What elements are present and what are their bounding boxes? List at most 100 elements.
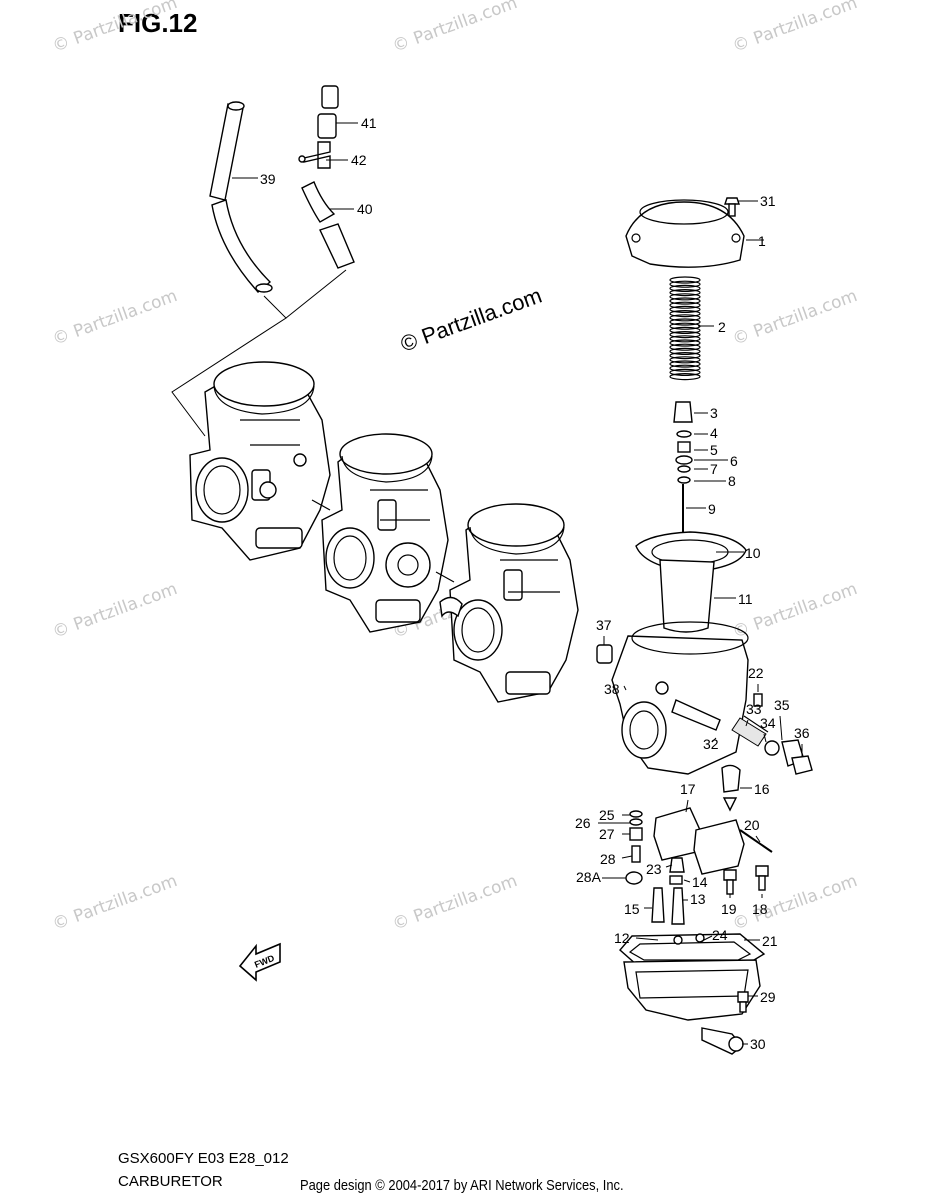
part-label-p19: 19 <box>721 901 737 917</box>
spring-coil <box>669 284 701 292</box>
part-label-p24: 24 <box>712 927 728 943</box>
part-label-p42: 42 <box>351 152 367 168</box>
spring-coil <box>669 347 701 355</box>
part-label-p31: 31 <box>760 193 776 209</box>
spring-coil <box>669 356 701 364</box>
part-label-p41: 41 <box>361 115 377 131</box>
spring-coil <box>669 289 701 297</box>
spring-coil <box>669 293 701 301</box>
carburetor-unit <box>439 503 579 703</box>
part-label-p10: 10 <box>745 545 761 561</box>
part-label-p2: 2 <box>718 319 726 335</box>
part-label-p3: 3 <box>710 405 718 421</box>
part-label-p16: 16 <box>754 781 770 797</box>
part-label-p23: 23 <box>646 861 662 877</box>
spring-coil <box>669 276 701 284</box>
spring-coil <box>669 368 701 376</box>
part-labels: 1234567891011121314151617181920212223242… <box>260 115 810 1052</box>
spring-coil <box>669 326 701 334</box>
leader-line-p17 <box>685 799 689 813</box>
forward-direction-arrow: FWD <box>238 942 281 982</box>
spring-coil <box>669 343 701 351</box>
spring-coil <box>669 331 701 339</box>
part-label-p34: 34 <box>760 715 776 731</box>
exploded-parts <box>596 197 813 1055</box>
leader-line-p20 <box>755 835 761 843</box>
section-name: CARBURETOR <box>118 1173 223 1190</box>
part-label-p26: 26 <box>575 815 591 831</box>
leader-lines <box>232 122 803 1045</box>
watermark: © Partzilla.com <box>730 286 860 350</box>
spring-coil <box>669 339 701 347</box>
carburetor-bank <box>189 361 579 703</box>
figure-title: FIG.12 <box>118 8 198 38</box>
part-label-p35: 35 <box>774 697 790 713</box>
carburetor-unit <box>321 433 449 633</box>
spring-coil <box>669 360 701 368</box>
watermark: © Partzilla.com <box>50 286 180 350</box>
hose-assembly <box>209 85 355 293</box>
part-label-p14: 14 <box>692 874 708 890</box>
leader-line-p35 <box>779 715 783 741</box>
spring-coil <box>669 373 701 381</box>
part-label-p25: 25 <box>599 807 615 823</box>
part-label-p20: 20 <box>744 817 760 833</box>
part-label-p18: 18 <box>752 901 768 917</box>
leader-line-p24 <box>699 935 713 943</box>
part-label-p9: 9 <box>708 501 716 517</box>
part-label-p7: 7 <box>710 461 718 477</box>
part-label-p6: 6 <box>730 453 738 469</box>
spring-coil <box>669 280 701 288</box>
model-code: GSX600FY E03 E28_012 <box>118 1150 289 1167</box>
part-label-p11: 11 <box>738 591 753 607</box>
leader-line-p33 <box>745 719 749 727</box>
watermark: © Partzilla.com <box>50 0 180 57</box>
spring-coil <box>669 318 701 326</box>
watermark: © Partzilla.com <box>50 871 180 935</box>
part-label-p22: 22 <box>748 665 764 681</box>
watermark: © Partzilla.com <box>390 0 520 57</box>
leader-line-p23 <box>665 864 673 868</box>
watermark: © Partzilla.com <box>50 579 180 643</box>
watermark: © Partzilla.com <box>730 0 860 57</box>
part-label-p40: 40 <box>357 201 373 217</box>
watermark: © Partzilla.com <box>390 871 520 935</box>
spring-coil <box>669 297 701 305</box>
part-label-p1: 1 <box>758 233 766 249</box>
part-label-p28a: 28A <box>576 869 602 885</box>
spring-coil <box>669 352 701 360</box>
page-design-credit: Page design © 2004-2017 by ARI Network S… <box>300 1177 624 1194</box>
part-label-p8: 8 <box>728 473 736 489</box>
part-label-p30: 30 <box>750 1036 766 1052</box>
watermark-large: © Partzilla.com <box>397 283 545 357</box>
part-label-p32: 32 <box>703 736 719 752</box>
part-label-p28: 28 <box>600 851 616 867</box>
leader-line-p32 <box>711 737 717 743</box>
leader-line-p12 <box>635 937 659 941</box>
part-label-p37: 37 <box>596 617 612 633</box>
part-label-p12: 12 <box>614 930 630 946</box>
part-label-p33: 33 <box>746 701 762 717</box>
spring-coil <box>669 310 701 318</box>
watermark-layer: © Partzilla.com © Partzilla.com © Partzi… <box>50 0 860 935</box>
watermark: © Partzilla.com <box>730 579 860 643</box>
part-label-p39: 39 <box>260 171 276 187</box>
leader-line-p14 <box>683 879 691 883</box>
part-label-p4: 4 <box>710 425 718 441</box>
part-label-p13: 13 <box>690 891 706 907</box>
part-label-p36: 36 <box>794 725 810 741</box>
leader-line-p38 <box>623 685 627 691</box>
spring <box>669 276 701 381</box>
spring-coil <box>669 314 701 322</box>
part-label-p15: 15 <box>624 901 640 917</box>
leader-line-p34 <box>763 733 767 743</box>
spring-coil <box>669 301 701 309</box>
part-label-p5: 5 <box>710 442 718 458</box>
part-label-p21: 21 <box>762 933 778 949</box>
spring-coil <box>669 335 701 343</box>
part-label-p27: 27 <box>599 826 615 842</box>
part-label-p29: 29 <box>760 989 776 1005</box>
spring-coil <box>669 305 701 313</box>
